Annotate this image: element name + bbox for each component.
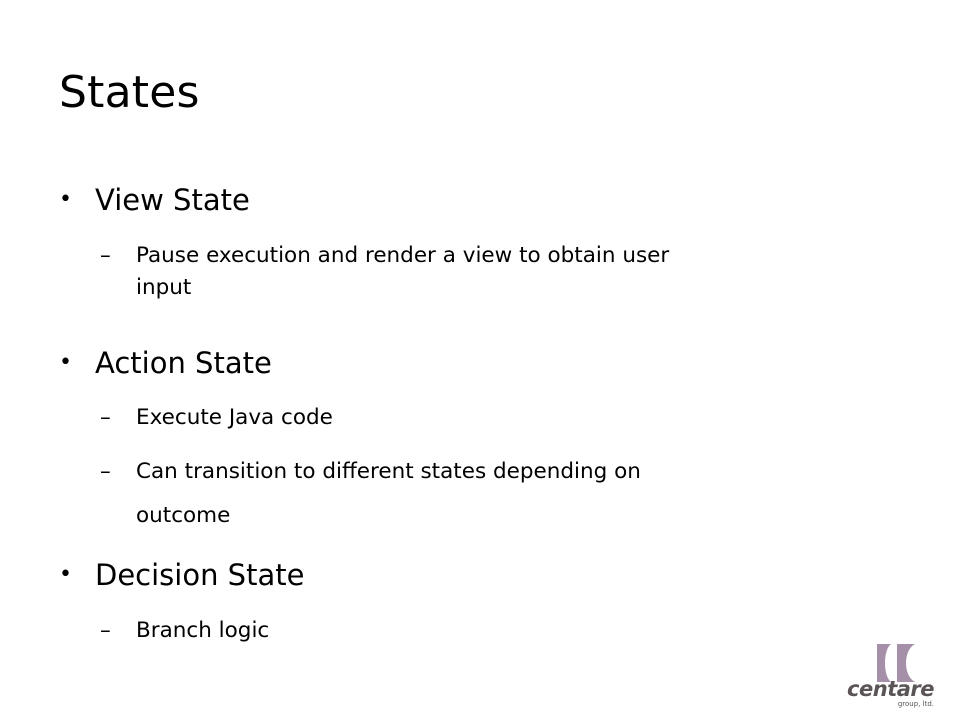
logo-tagline: group, ltd.: [897, 700, 934, 708]
subbullet-line: Execute Java code: [136, 405, 333, 430]
dash-icon: –: [100, 405, 111, 430]
bullet-icon: •: [59, 350, 72, 375]
subbullet-line: Pause execution and render a view to obt…: [136, 243, 670, 268]
bullet-action-state: Action State: [95, 346, 272, 380]
subbullet-line-continued: outcome: [136, 503, 231, 528]
dash-icon: –: [100, 618, 111, 643]
dash-icon: –: [100, 243, 111, 268]
centare-logo: centare group, ltd.: [842, 636, 935, 712]
bullet-decision-state: Decision State: [95, 558, 305, 592]
slide-title: States: [59, 67, 200, 118]
logo-wordmark: centare: [847, 677, 934, 701]
centare-logo-mark-icon: [877, 644, 915, 682]
bullet-icon: •: [59, 187, 72, 212]
subbullet-line-continued: input: [136, 275, 192, 300]
subbullet-line: Branch logic: [136, 618, 270, 643]
bullet-icon: •: [59, 562, 72, 587]
dash-icon: –: [100, 459, 111, 484]
bullet-view-state: View State: [95, 183, 250, 217]
subbullet-line: Can transition to different states depen…: [136, 459, 641, 484]
